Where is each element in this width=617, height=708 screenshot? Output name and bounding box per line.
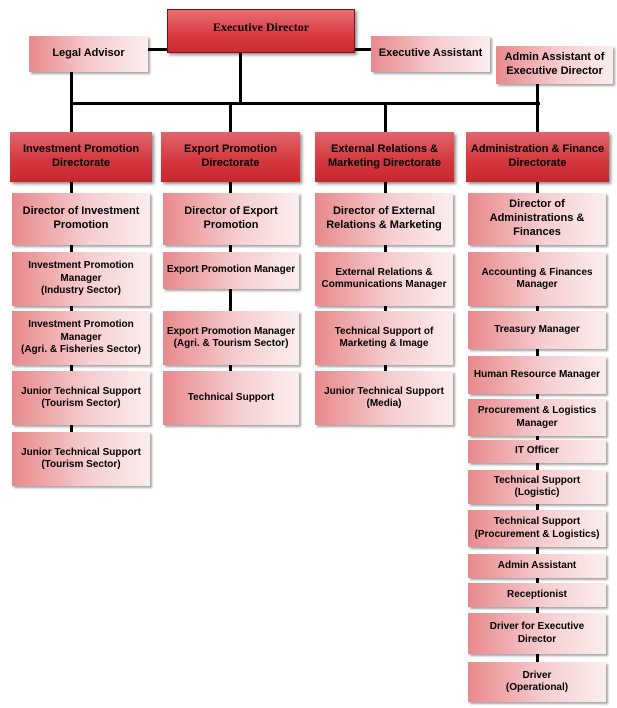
position-label: Accounting & Finances Manager <box>481 266 593 291</box>
position-box: Treasury Manager <box>468 311 606 349</box>
legal-advisor-label: Legal Advisor <box>52 47 125 60</box>
position-box: Technical Support (Logistic) <box>468 470 606 504</box>
position-label: Driver (Operational) <box>505 669 569 694</box>
connector-legal-down <box>70 72 73 132</box>
executive-assistant-label: Executive Assistant <box>378 47 483 60</box>
position-box: IT Officer <box>468 440 606 463</box>
position-label: Driver for Executive Director <box>489 621 585 645</box>
position-box: Technical Support <box>163 371 299 425</box>
position-label: Investment Promotion Manager (Agri. & Fi… <box>20 319 142 356</box>
directorate-header-label: External Relations & Marketing Directora… <box>327 143 442 169</box>
legal-advisor-box: Legal Advisor <box>29 36 148 72</box>
position-label: Junior Technical Support (Tourism Sector… <box>21 385 141 410</box>
position-label: Export Promotion Manager <box>166 264 296 276</box>
admin-assistant-exec-box: Admin Assistant of Executive Director <box>496 46 613 84</box>
position-box: Driver (Operational) <box>468 662 606 702</box>
director-label: Director of Investment Promotion <box>22 205 140 231</box>
position-box: Export Promotion Manager (Agri. & Touris… <box>163 311 299 365</box>
director-label: Director of External Relations & Marketi… <box>326 205 442 231</box>
director-label: Director of Administrations & Finances <box>489 198 585 238</box>
connector-legal <box>148 48 168 51</box>
directorate-header-export: Export Promotion Directorate <box>161 132 300 182</box>
director-admin-finance-box: Director of Administrations & Finances <box>468 193 606 245</box>
directorate-header-label: Investment Promotion Directorate <box>22 143 140 169</box>
position-label: Receptionist <box>506 588 567 600</box>
executive-director-box: Executive Director <box>167 9 355 53</box>
executive-assistant-box: Executive Assistant <box>371 36 490 72</box>
directorate-header-label: Export Promotion Directorate <box>184 143 277 169</box>
position-label: Technical Support of Marketing & Image <box>334 325 434 350</box>
position-box: Accounting & Finances Manager <box>468 252 606 306</box>
connector-top-horizontal <box>70 102 540 105</box>
position-label: Admin Assistant <box>497 559 577 571</box>
position-label: Procurement & Logistics Manager <box>477 405 597 429</box>
position-label: Junior Technical Support (Media) <box>324 385 444 410</box>
director-external-box: Director of External Relations & Marketi… <box>315 193 453 245</box>
connector-col3-down <box>384 102 387 132</box>
position-box: External Relations & Communications Mana… <box>315 252 453 306</box>
position-label: Treasury Manager <box>494 323 580 335</box>
position-box: Junior Technical Support (Media) <box>315 371 453 425</box>
position-label: Export Promotion Manager (Agri. & Touris… <box>166 325 296 350</box>
position-box: Export Promotion Manager <box>163 252 299 289</box>
directorate-header-admin-finance: Administration & Finance Directorate <box>466 132 609 182</box>
position-label: Junior Technical Support (Tourism Sector… <box>21 446 141 471</box>
position-box: Investment Promotion Manager (Industry S… <box>12 252 150 306</box>
connector-col2-down <box>229 102 232 132</box>
connector-exec-down <box>239 53 242 103</box>
position-box: Junior Technical Support (Tourism Sector… <box>12 371 150 425</box>
connector-exec-assistant <box>354 48 371 51</box>
executive-director-label: Executive Director <box>212 19 310 34</box>
director-label: Director of Export Promotion <box>184 205 278 231</box>
position-box: Technical Support of Marketing & Image <box>315 311 453 365</box>
position-label: Human Resource Manager <box>473 368 601 380</box>
position-label: Technical Support (Procurement & Logisti… <box>474 516 600 540</box>
position-label: External Relations & Communications Mana… <box>321 266 447 291</box>
position-label: Technical Support (Logistic) <box>493 474 581 499</box>
position-label: Investment Promotion Manager (Industry S… <box>28 260 134 297</box>
connector-col4-down <box>536 74 539 132</box>
position-box: Human Resource Manager <box>468 356 606 394</box>
position-box: Technical Support (Procurement & Logisti… <box>468 510 606 547</box>
position-box: Driver for Executive Director <box>468 613 606 654</box>
position-box: Investment Promotion Manager (Agri. & Fi… <box>12 311 150 365</box>
admin-assistant-exec-label: Admin Assistant of Executive Director <box>504 51 605 77</box>
directorate-header-label: Administration & Finance Directorate <box>470 143 605 169</box>
director-export-box: Director of Export Promotion <box>163 193 299 245</box>
position-box: Junior Technical Support (Tourism Sector… <box>12 432 150 486</box>
directorate-header-investment: Investment Promotion Directorate <box>10 132 152 182</box>
position-box: Admin Assistant <box>468 554 606 578</box>
position-box: Receptionist <box>468 583 606 607</box>
directorate-header-external: External Relations & Marketing Directora… <box>315 132 454 182</box>
position-box: Procurement & Logistics Manager <box>468 399 606 436</box>
director-investment-box: Director of Investment Promotion <box>12 193 150 245</box>
connector-column-1 <box>70 182 73 432</box>
position-label: IT Officer <box>515 445 559 457</box>
position-label: Technical Support <box>187 391 275 403</box>
